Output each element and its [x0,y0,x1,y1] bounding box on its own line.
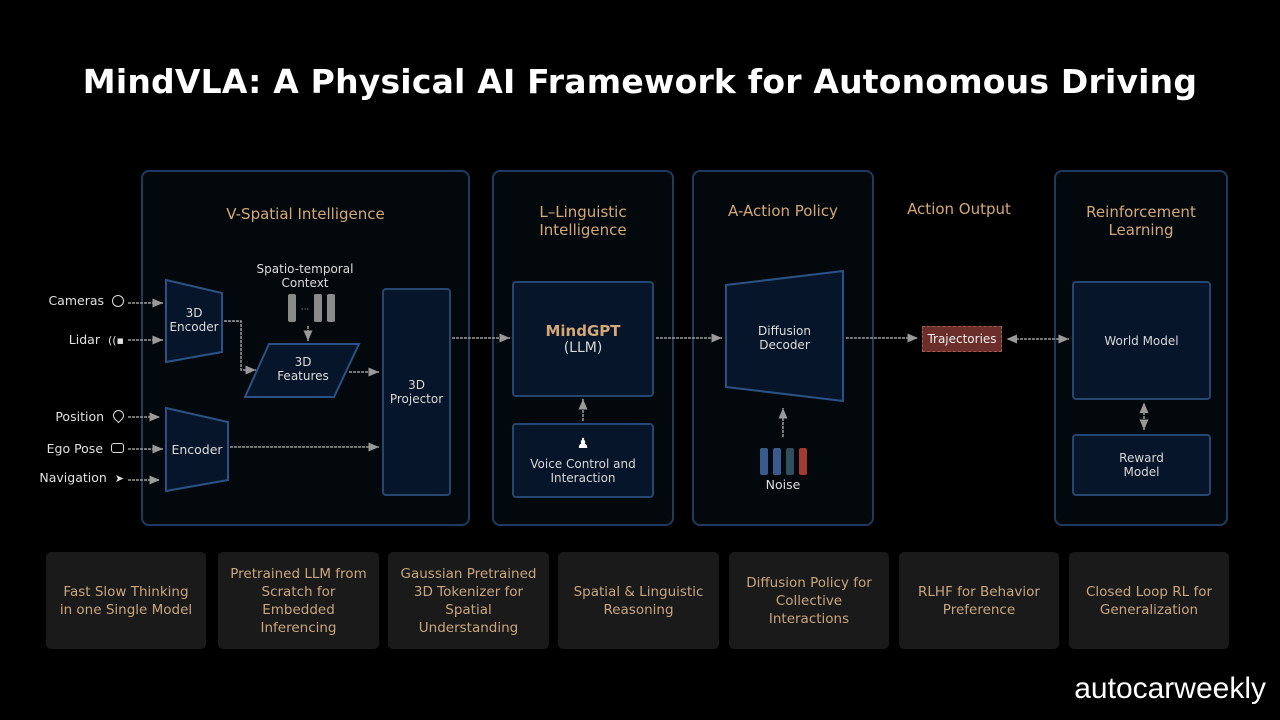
card-line: Generalization [1099,601,1199,618]
noise-bar [799,448,807,475]
label-line: Encoder [169,320,219,334]
card-line: Reasoning [603,601,674,618]
noise-label: Noise [765,477,801,492]
input-position: Position [55,407,127,424]
label-line: 3D [185,306,203,320]
card-line: RLHF for Behavior [918,583,1040,600]
3d-features-label: 3D Features [258,355,348,383]
mindgpt-llm: MindGPT (LLM) [512,281,654,397]
card-line: Inferencing [260,619,337,636]
3d-encoder-shape [165,278,223,364]
camera-icon [112,295,124,307]
input-label: Navigation [39,470,107,485]
input-lidar: Lidar ((▪ [69,332,124,347]
label-line: Features [277,369,329,383]
3d-encoder-label: 3D Encoder [166,306,222,334]
card-line: Closed Loop RL for [1085,583,1213,600]
card-line: Spatial & Linguistic [573,583,704,600]
input-label: Position [55,409,105,424]
noise-bar [760,448,768,475]
card-line: Scratch for Embedded [261,583,336,618]
input-label: Ego Pose [46,441,104,456]
encoder-label: Encoder [171,442,223,457]
car-icon [111,443,124,453]
card-line: Spatial Understanding [418,601,519,636]
noise-bar [786,448,794,475]
input-label: Cameras [48,293,105,308]
context-bar [288,294,296,322]
panel-title-line: Reinforcement [1086,203,1196,221]
location-pin-icon [110,407,127,424]
card-line: Preference [942,601,1016,618]
navigation-arrow-icon: ➤ [114,472,124,485]
3d-features-shape [243,343,361,398]
context-bar [327,294,335,322]
panel-title-line: Learning [1108,221,1174,239]
context-bar [314,294,322,322]
input-label: Lidar [68,332,100,347]
noise-bar [773,448,781,475]
diffusion-decoder-shape [725,269,844,403]
trajectories-box: Trajectories [922,326,1002,352]
panel-title-rl: Reinforcement Learning [1056,203,1226,239]
label-line: Projector [389,392,444,406]
page-title: MindVLA: A Physical AI Framework for Aut… [82,62,1198,101]
watermark: autocarweekly [1074,672,1266,705]
card-line: 3D Tokenizer for [413,583,524,600]
diffusion-decoder-label: Diffusion Decoder [726,324,843,352]
input-navigation: Navigation ➤ [39,470,124,485]
voice-control-box: ♟ Voice Control and Interaction [512,423,654,498]
panel-title-action: A-Action Policy [728,202,838,220]
panel-title-linguistic: L–Linguistic Intelligence [494,203,672,239]
label-line: Decoder [759,338,810,352]
card-line: Diffusion Policy for [746,574,872,591]
3d-projector: 3D Projector [382,288,451,496]
card-line: Pretrained LLM from [230,565,367,582]
label-line: Model [1123,465,1160,479]
input-ego-pose: Ego Pose [47,441,124,456]
lidar-icon: ((▪ [107,334,124,347]
card-line: Fast Slow Thinking [63,583,189,600]
action-output-title: Action Output [907,200,1011,218]
label-line: Reward [1119,451,1164,465]
label-line: 3D [408,378,425,392]
card-line: in one Single Model [59,601,193,618]
label-line: 3D [294,355,312,369]
mindgpt-subtitle: (LLM) [563,339,603,356]
arrow-encoder-features [224,320,256,375]
input-cameras: Cameras [48,293,124,308]
label-line: Voice Control and [530,456,636,471]
world-model-box: World Model [1072,281,1211,400]
panel-title-spatial: V-Spatial Intelligence [226,205,385,223]
panel-title-line: L–Linguistic [539,203,627,221]
label-line: Diffusion [758,324,811,338]
card-line: Gaussian Pretrained [400,565,537,582]
label-line: Interaction [550,470,616,485]
encoder-shape [165,406,229,493]
mindgpt-title: MindGPT [545,321,621,340]
reward-model-box: Reward Model [1072,434,1211,496]
context-ellipsis: ··· [301,305,310,315]
panel-title-line: Intelligence [539,221,627,239]
spatio-temporal-context-label: Spatio-temporal Context [256,262,354,290]
voice-speaker-icon: ♟ [576,435,590,452]
card-line: Collective Interactions [768,592,850,627]
